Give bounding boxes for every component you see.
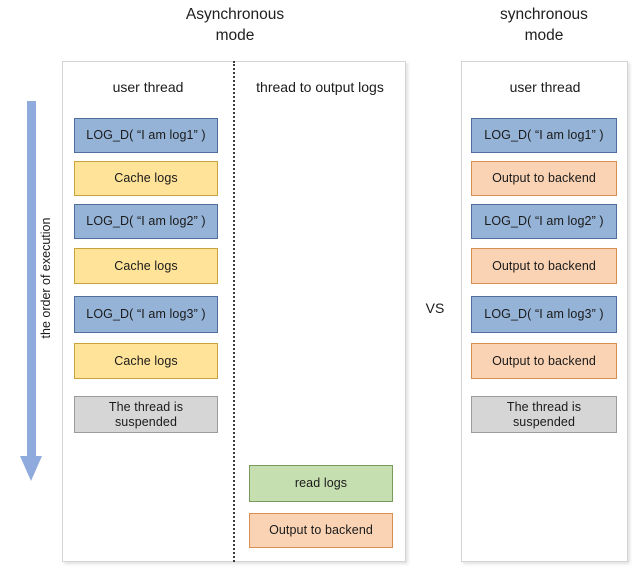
sync-user-step-7: The thread is suspended [471, 396, 617, 433]
column-divider [233, 61, 235, 562]
async-user-step-6: Cache logs [74, 343, 218, 379]
column-header-user-thread-async: user thread [112, 79, 184, 95]
async-mode-title: Asynchronous mode [185, 6, 285, 44]
async-output-step-1: read logs [249, 465, 393, 502]
arrow-shaft [27, 101, 36, 459]
async-output-step-2: Output to backend [249, 513, 393, 548]
async-user-step-4: Cache logs [74, 248, 218, 284]
sync-user-step-6: Output to backend [471, 343, 617, 379]
sync-user-step-2: Output to backend [471, 161, 617, 196]
sync-mode-title: synchronous mode [500, 6, 588, 44]
vs-label: VS [425, 300, 445, 316]
sync-user-step-3: LOG_D( “I am log2” ) [471, 204, 617, 239]
async-user-step-7: The thread is suspended [74, 396, 218, 433]
async-user-step-2: Cache logs [74, 161, 218, 196]
sync-user-step-5: LOG_D( “I am log3” ) [471, 296, 617, 333]
order-of-execution-arrow: the order of execution [20, 101, 53, 481]
async-user-step-1: LOG_D( “I am log1” ) [74, 118, 218, 153]
sync-user-step-4: Output to backend [471, 248, 617, 284]
sync-user-step-1: LOG_D( “I am log1” ) [471, 118, 617, 153]
column-header-user-thread-sync: user thread [509, 79, 581, 95]
async-user-step-5: LOG_D( “I am log3” ) [74, 296, 218, 333]
arrow-head-icon [20, 456, 42, 481]
order-of-execution-label: the order of execution [39, 217, 53, 339]
async-user-step-3: LOG_D( “I am log2” ) [74, 204, 218, 239]
column-header-output-log-thread: thread to output logs [256, 79, 384, 95]
